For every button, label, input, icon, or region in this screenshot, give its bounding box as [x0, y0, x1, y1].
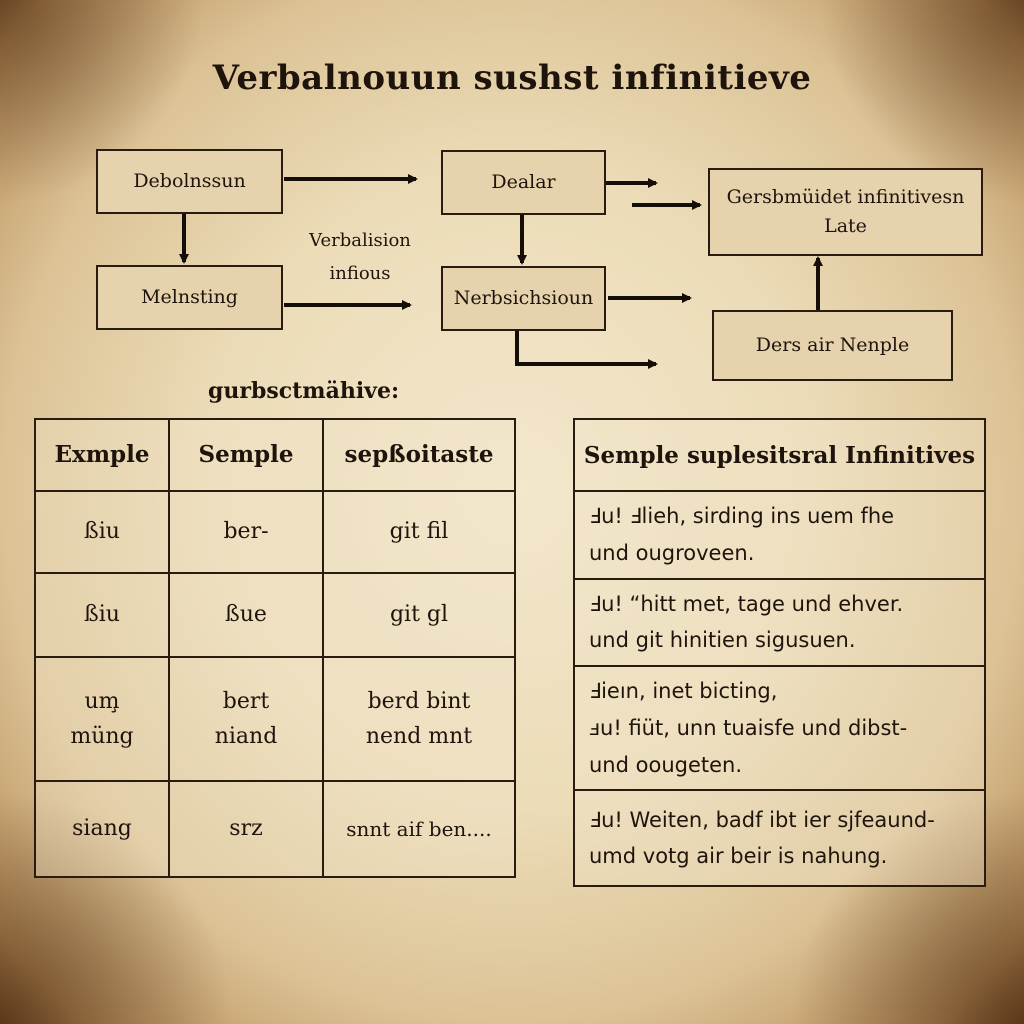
table-cell: siang: [34, 780, 170, 878]
table-cell: um̧ müng: [34, 656, 170, 782]
table-cell: berd bint nend mnt: [322, 656, 516, 782]
table-row: Ⅎu! Weiten, badf ibt ier sjfeaund- umd v…: [573, 789, 986, 888]
left-table-header: Exmple: [34, 418, 170, 492]
left-table-header-row: Exmple Semple sepßoitaste: [34, 418, 516, 492]
floating-label-line1: Verbalision: [309, 230, 411, 251]
table-row: Ⅎieın, inet bicting, ⅎu! fiüt, unn tuais…: [573, 664, 986, 792]
box-melnsting: Melnsting: [96, 265, 283, 330]
table-cell: ber-: [168, 490, 324, 574]
table-cell: Ⅎu! “hitt met, tage und ehver. und git h…: [573, 577, 986, 667]
table-cell: Ⅎieın, inet bicting, ⅎu! fiüt, unn tuais…: [573, 664, 986, 792]
floating-label-line2: infious: [329, 263, 391, 284]
table-cell: git gl: [322, 572, 516, 658]
table-cell: srz: [168, 780, 324, 878]
box-gersbmuidet-sub: Late: [824, 215, 867, 237]
table-row: siang srz snnt aif ben....: [34, 780, 516, 878]
table-cell: ßiu: [34, 490, 170, 574]
table-cell: ßiu: [34, 572, 170, 658]
box-gersbmuidet: Gersbmüidet infinitivesn Late: [708, 168, 983, 256]
table-cell: ßue: [168, 572, 324, 658]
right-table: Semple suplesitsral Infinitives Ⅎu! Ⅎlie…: [573, 418, 986, 888]
box-dealar: Dealar: [441, 150, 606, 215]
table-cell: git fil: [322, 490, 516, 574]
table-row: um̧ müng bert niand berd bint nend mnt: [34, 656, 516, 782]
right-table-header: Semple suplesitsral Infinitives: [573, 418, 986, 492]
box-nerbsichsioun: Nerbsichsioun: [441, 266, 606, 331]
floating-label: Verbalision infious: [290, 230, 430, 284]
table-row: Ⅎu! Ⅎlieh, sirding ins uem fhe und ougro…: [573, 490, 986, 580]
box-gersbmuidet-label: Gersbmüidet infinitivesn: [726, 185, 965, 208]
box-ders-air-nenple: Ders air Nenple: [712, 310, 953, 381]
left-table: Exmple Semple sepßoitaste ßiu ber- git f…: [34, 418, 516, 878]
table-row: Ⅎu! “hitt met, tage und ehver. und git h…: [573, 577, 986, 667]
table-row: ßiu ßue git gl: [34, 572, 516, 658]
section-label: gurbsctmähive:: [208, 378, 400, 404]
left-table-header: sepßoitaste: [322, 418, 516, 492]
table-cell: snnt aif ben....: [322, 780, 516, 878]
table-cell: Ⅎu! Ⅎlieh, sirding ins uem fhe und ougro…: [573, 490, 986, 580]
box-debolnssun: Debolnssun: [96, 149, 283, 214]
table-cell: Ⅎu! Weiten, badf ibt ier sjfeaund- umd v…: [573, 789, 986, 888]
right-table-header-row: Semple suplesitsral Infinitives: [573, 418, 986, 492]
page-title: Verbalnouun sushst infinitieve: [212, 58, 812, 98]
arrow-nerbsichsioun-elbow: [515, 330, 658, 369]
table-row: ßiu ber- git fil: [34, 490, 516, 574]
table-cell: bert niand: [168, 656, 324, 782]
left-table-header: Semple: [168, 418, 324, 492]
